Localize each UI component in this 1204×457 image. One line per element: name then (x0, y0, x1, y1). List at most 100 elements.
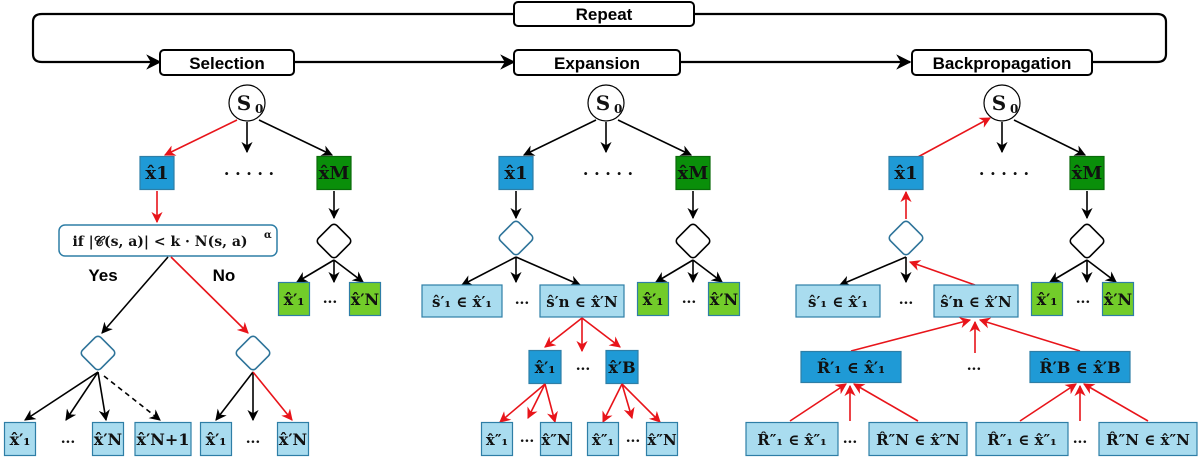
selection-no-leaf-1[interactable]: x̂′₁ (199, 421, 233, 457)
backpropagation-leaf-bN[interactable]: R̂″N ∈ x̂″N (1098, 421, 1198, 457)
backpropagation-node-x1-rect (888, 155, 924, 191)
selection-yes-leaf-N-rect (91, 421, 125, 457)
backpropagation-green-leaf-1-rect (1030, 281, 1064, 317)
expansion-leaf-s1-label: ŝ′₁ ∈ x̂′₁ (432, 293, 492, 311)
selection-edge-root-to-x1 (163, 119, 238, 156)
root-circle (228, 84, 266, 122)
selection-diamond-yes (80, 335, 116, 371)
phase-label-selection: Selection (189, 54, 265, 73)
root-label: S (596, 91, 610, 115)
selection-yes-leaf-1[interactable]: x̂′₁ (3, 421, 37, 457)
expansion-node-x1p-rect (528, 349, 562, 385)
backpropagation-edge-b3 (1083, 383, 1149, 422)
backpropagation-green-leaf-N-label: x̂′N (1104, 290, 1132, 309)
backpropagation-edge-green-1 (1049, 259, 1088, 283)
backpropagation-node-x1[interactable]: x̂1 (888, 155, 924, 191)
root-subscript: 0 (614, 102, 622, 116)
selection-diamond-xM (316, 223, 352, 259)
expansion-leaf-s1-rect (421, 284, 503, 318)
expansion-leaf-b1[interactable]: x̂″₁ (586, 421, 620, 457)
expansion-ellipsis-b: ... (626, 430, 641, 446)
root-circle (587, 84, 625, 122)
backpropagation-leaf-s1[interactable]: ŝ′₁ ∈ x̂′₁ (795, 284, 881, 318)
selection-edge-green-1 (296, 259, 335, 283)
selection-yes-leaf-N[interactable]: x̂′N (91, 421, 125, 457)
backpropagation-diamond-x1 (888, 220, 924, 256)
backpropagation-leaf-b1[interactable]: R̂″₁ ∈ x̂″₁ (975, 421, 1069, 457)
expansion-node-xBp[interactable]: x̂′B (605, 349, 639, 385)
selection-ellipsis-green: ... (323, 291, 338, 307)
backpropagation-green-leaf-1[interactable]: x̂′₁ (1030, 281, 1064, 317)
backpropagation-node-RB-label: R̂′B ∈ x̂′B (1039, 358, 1120, 377)
phase-backpropagation[interactable]: Backpropagation (911, 49, 1093, 76)
condition-rect (58, 224, 278, 257)
expansion-ellipsis-a: ... (520, 430, 535, 446)
selection-yes-leaf-1-label: x̂′₁ (10, 430, 31, 449)
expansion-edge-a3 (544, 383, 558, 424)
backpropagation-leaf-s1-rect (795, 284, 881, 318)
expansion-node-x1p[interactable]: x̂′₁ (528, 349, 562, 385)
backpropagation-node-R1-label: R̂′₁ ∈ x̂′₁ (817, 358, 885, 377)
backpropagation-leaf-bN-label: R̂″N ∈ x̂″N (1106, 431, 1190, 449)
expansion-node-x1[interactable]: x̂1 (498, 155, 534, 191)
selection-diamond-no (235, 335, 271, 371)
expansion-leaf-s1[interactable]: ŝ′₁ ∈ x̂′₁ (421, 284, 503, 318)
selection-yes-leaf-N1-label: x̂′N+1 (137, 430, 190, 449)
expansion-leaf-sn[interactable]: ŝ′n ∈ x̂′N (539, 284, 625, 318)
expansion-edge-b3 (621, 383, 661, 423)
backpropagation-edge-x1-to-root (915, 117, 991, 159)
expansion-node-xM[interactable]: x̂M (675, 155, 711, 191)
repeat-box[interactable]: Repeat (513, 1, 695, 27)
expansion-green-leaf-1-label: x̂′₁ (643, 290, 664, 309)
selection-green-leaf-1[interactable]: x̂′₁ (277, 281, 311, 317)
selection-ellipsis-top: . . . . . (224, 160, 274, 179)
expansion-green-leaf-1[interactable]: x̂′₁ (636, 281, 670, 317)
expansion-edge-b2 (621, 383, 635, 420)
backpropagation-ellipsis-top: . . . . . (979, 160, 1029, 179)
selection-no-leaf-N[interactable]: x̂′N (276, 421, 310, 457)
expansion-leaf-bN[interactable]: x̂″N (645, 421, 679, 457)
backpropagation-leaf-b1-rect (975, 421, 1069, 457)
expansion-green-leaf-1-rect (636, 281, 670, 317)
expansion-leaf-aN-rect (539, 421, 573, 457)
selection-node-xM[interactable]: x̂M (316, 155, 352, 191)
phase-selection[interactable]: Selection (159, 49, 295, 76)
expansion-green-leaf-N[interactable]: x̂′N (707, 281, 741, 317)
expansion-edge-d-1 (461, 256, 517, 286)
backpropagation-leaf-a1[interactable]: R̂″₁ ∈ x̂″₁ (745, 421, 839, 457)
expansion-leaf-bN-rect (645, 421, 679, 457)
selection-edge-root-to-xM (258, 119, 334, 156)
expansion-leaf-sn-label: ŝ′n ∈ x̂′N (546, 293, 618, 311)
backpropagation-edge-RB-to-sn (978, 317, 1081, 352)
backpropagation-leaf-aN[interactable]: R̂″N ∈ x̂″N (868, 421, 968, 457)
backpropagation-green-leaf-N[interactable]: x̂′N (1101, 281, 1135, 317)
backpropagation-edge-root-to-xM (1013, 119, 1087, 156)
selection-node-x1-label: x̂1 (145, 163, 168, 184)
backpropagation-node-R1[interactable]: R̂′₁ ∈ x̂′₁ (800, 350, 902, 384)
backpropagation-green-leaf-1-label: x̂′₁ (1037, 290, 1058, 309)
expansion-node-xBp-rect (605, 349, 639, 385)
backpropagation-leaf-sn[interactable]: ŝ′n ∈ x̂′N (933, 284, 1019, 318)
backpropagation-node-RB[interactable]: R̂′B ∈ x̂′B (1029, 350, 1131, 384)
phase-expansion[interactable]: Expansion (513, 49, 681, 76)
selection-green-leaf-1-label: x̂′₁ (284, 290, 305, 309)
selection-condition-box[interactable]: if |𝒞(s, a)| < k · N(s, a)α (58, 224, 278, 257)
backpropagation-node-xM[interactable]: x̂M (1069, 155, 1105, 191)
selection-yes-leaf-N1[interactable]: x̂′N+1 (134, 421, 192, 457)
expansion-leaf-b1-label: x̂″₁ (592, 431, 614, 449)
expansion-leaf-aN[interactable]: x̂″N (539, 421, 573, 457)
expansion-leaf-a1[interactable]: x̂″₁ (480, 421, 514, 457)
backpropagation-edge-b1 (1019, 383, 1077, 422)
backpropagation-diamond-xM (1069, 223, 1105, 259)
selection-ellipsis-yes: ... (61, 431, 76, 447)
backpropagation-leaf-sn-label: ŝ′n ∈ x̂′N (940, 293, 1012, 311)
selection-edge-yes-N (97, 371, 110, 422)
expansion-ellipsis-green: ... (682, 291, 697, 307)
selection-node-x1[interactable]: x̂1 (139, 155, 175, 191)
selection-green-leaf-N[interactable]: x̂′N (348, 281, 382, 317)
root-circle (983, 84, 1021, 122)
